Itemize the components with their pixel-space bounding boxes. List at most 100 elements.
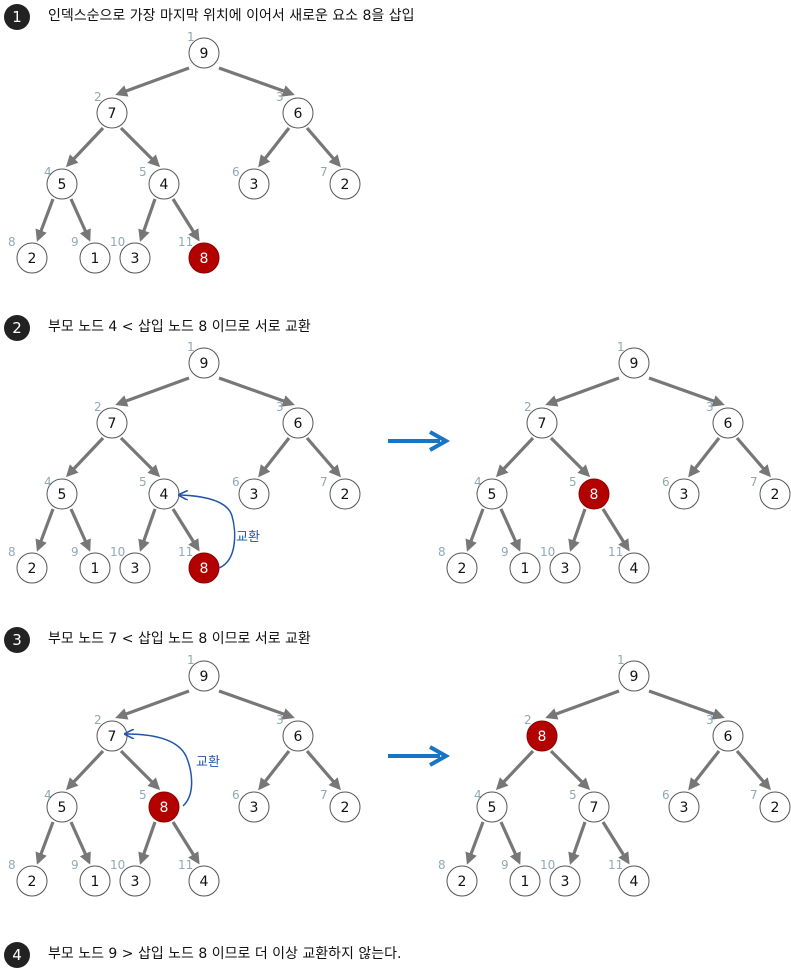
- tree-node-value: 6: [724, 416, 733, 432]
- tree-node-value: 2: [771, 800, 780, 816]
- tree-node-value: 3: [680, 800, 689, 816]
- tree-node: [526, 407, 558, 439]
- tree-node: [509, 865, 541, 897]
- tree-edge-arrow: [499, 508, 521, 552]
- tree-edge-arrow: [171, 821, 200, 865]
- tree-node-value: 5: [58, 487, 67, 503]
- step-number: 3: [12, 631, 22, 649]
- tree-node: [446, 552, 478, 584]
- step-3-header: 3 부모 노드 7 < 삽입 노드 8 이므로 서로 교환: [4, 627, 311, 653]
- step-number-badge: [4, 4, 30, 30]
- tree-node-value: 6: [294, 729, 303, 745]
- tree-node: [759, 791, 791, 823]
- tree-node-index: 11: [178, 235, 193, 249]
- tree-node-value: 3: [250, 177, 259, 193]
- swap-label: 교환: [236, 530, 260, 545]
- step-number-badge: [4, 627, 30, 653]
- tree-node: [238, 168, 270, 200]
- tree-edge-arrow: [119, 436, 161, 478]
- tree-edge-arrow: [258, 750, 291, 791]
- tree-node: [578, 791, 610, 823]
- tree-node: [119, 242, 151, 274]
- tree-node: [188, 347, 220, 379]
- tree-node: [282, 720, 314, 752]
- tree-node-index: 6: [232, 475, 240, 489]
- tree-node-index: 10: [110, 235, 125, 249]
- step-4-header: 4 부모 노드 9 > 삽입 노드 8 이므로 더 이상 교환하지 않는다.: [4, 942, 401, 968]
- tree-node: [618, 660, 650, 692]
- tree-edge-arrow: [735, 436, 771, 478]
- tree-node-value: 2: [458, 874, 467, 890]
- tree-node: [712, 407, 744, 439]
- tree-node-value: 7: [108, 416, 117, 432]
- tree-node: [16, 242, 48, 274]
- tree-node-value: 4: [160, 177, 169, 193]
- tree-edge-arrow: [549, 749, 591, 791]
- tree-node-index: 9: [501, 545, 509, 559]
- tree-edge-arrow: [495, 749, 535, 791]
- tree-node: [119, 865, 151, 897]
- tree-edge-arrow: [545, 689, 620, 720]
- transition-arrow-head: [429, 745, 451, 767]
- transition-arrow-head: [429, 430, 451, 452]
- tree-node-value: 1: [521, 561, 530, 577]
- tree-edge-arrow: [138, 821, 157, 865]
- step-1-header: 1 인덱스순으로 가장 마지막 위치에 이어서 새로운 요소 8을 삽입: [4, 4, 415, 30]
- tree-edge-arrow: [35, 198, 55, 242]
- tree-node-index: 6: [232, 788, 240, 802]
- tree-node: [238, 478, 270, 510]
- tree-node: [476, 478, 508, 510]
- tree-edge-arrow: [69, 508, 91, 552]
- tree-node-value: 1: [91, 561, 100, 577]
- tree-node-highlighted: [526, 720, 558, 752]
- tree-edge-arrow: [305, 436, 341, 478]
- tree-node-value: 7: [108, 106, 117, 122]
- tree-edge-arrow: [65, 436, 105, 478]
- tree-node-value: 8: [590, 487, 599, 503]
- tree-node-index: 7: [320, 165, 328, 179]
- tree-node-value: 2: [458, 561, 467, 577]
- tree-node-index: 11: [608, 545, 623, 559]
- tree-node-index: 11: [178, 858, 193, 872]
- tree-node: [119, 552, 151, 584]
- tree-node-index: 10: [110, 545, 125, 559]
- tree-edge-arrow: [171, 198, 200, 242]
- tree-edge-arrow: [115, 689, 190, 720]
- tree-edge-arrow: [69, 198, 91, 242]
- tree-node-index: 1: [617, 653, 625, 667]
- tree-node-index: 7: [750, 788, 758, 802]
- tree-node-value: 3: [131, 874, 140, 890]
- tree-edge-arrow: [648, 689, 725, 720]
- tree-node-value: 5: [58, 800, 67, 816]
- tree-edge-arrow: [35, 508, 55, 552]
- step-number-badge: [4, 315, 30, 341]
- tree-node: [79, 552, 111, 584]
- tree-node-index: 11: [608, 858, 623, 872]
- tree-node-value: 4: [160, 487, 169, 503]
- tree-edge-arrow: [218, 689, 295, 720]
- tree-edge-arrow: [305, 749, 341, 791]
- tree-node: [16, 552, 48, 584]
- tree-edge-arrow: [305, 126, 341, 168]
- tree-node-value: 2: [341, 800, 350, 816]
- tree-node-index: 3: [706, 400, 714, 414]
- tree-node: [476, 791, 508, 823]
- tree-edge-arrow: [688, 437, 721, 478]
- tree-node-value: 2: [771, 487, 780, 503]
- tree-node-index: 5: [569, 475, 577, 489]
- tree-node: [79, 865, 111, 897]
- tree-node-value: 3: [131, 251, 140, 267]
- swap-arrow: [180, 495, 236, 569]
- tree-node-highlighted: [578, 478, 610, 510]
- swap-arrow: [126, 734, 193, 807]
- tree-node-index: 11: [178, 545, 193, 559]
- tree-node-index: 4: [474, 788, 482, 802]
- tree-node-value: 8: [200, 561, 209, 577]
- tree-node-index: 1: [187, 340, 195, 354]
- tree-node-value: 1: [91, 251, 100, 267]
- tree-edge-arrow: [465, 508, 485, 552]
- tree-node-value: 3: [680, 487, 689, 503]
- tree-node: [549, 865, 581, 897]
- tree-node-value: 1: [521, 874, 530, 890]
